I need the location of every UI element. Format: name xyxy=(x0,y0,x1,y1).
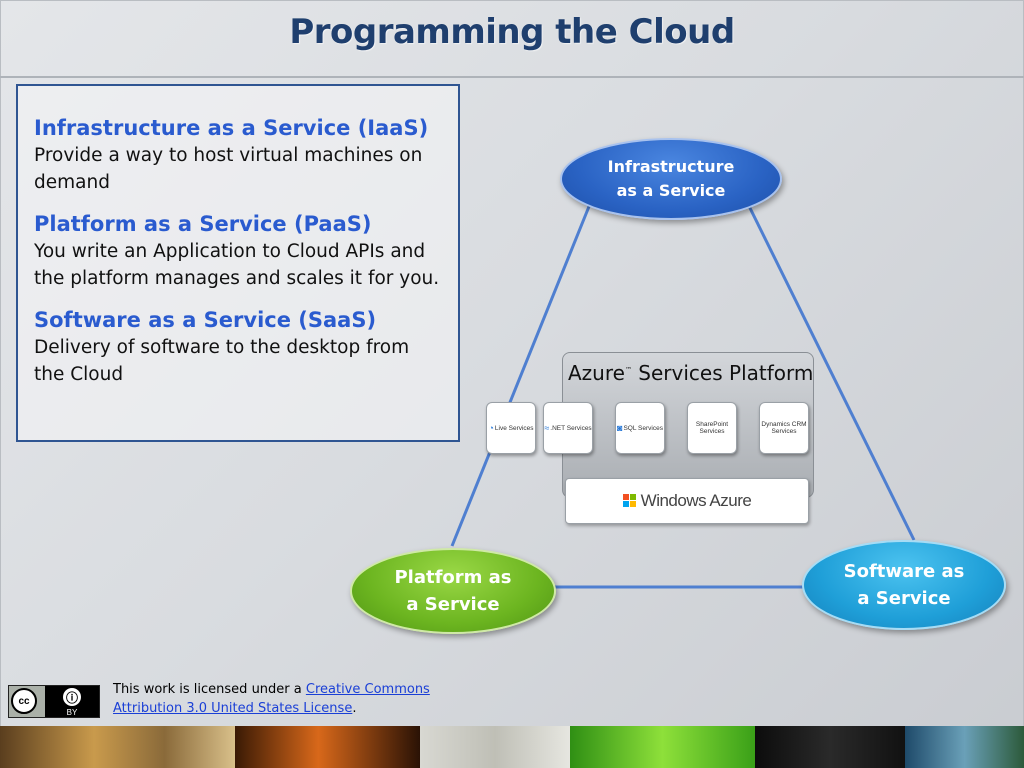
iaas-description: Provide a way to host virtual machines o… xyxy=(34,145,423,193)
saas-description: Delivery of software to the desktop from… xyxy=(34,337,410,385)
slide-title: Programming the Cloud xyxy=(289,12,735,52)
iaas-node: Infrastructure as a Service xyxy=(560,138,782,220)
sql-services-tile: ◙SQL Services xyxy=(615,402,665,454)
definitions-box: Infrastructure as a Service (IaaS) Provi… xyxy=(16,84,460,442)
globe-image xyxy=(905,726,1024,768)
sharepoint-services-tile: SharePoint Services xyxy=(687,402,737,454)
paas-node: Platform as a Service xyxy=(350,548,556,634)
chalkboard-image xyxy=(755,726,905,768)
connector-iaas-saas xyxy=(746,203,916,541)
iaas-definition: Infrastructure as a Service (IaaS) Provi… xyxy=(34,114,442,196)
connector-iaas-paas xyxy=(450,203,592,547)
attribution-person-icon: ⓘ xyxy=(63,688,81,706)
dotnet-services-tile: ≈.NET Services xyxy=(543,402,593,454)
paas-definition: Platform as a Service (PaaS) You write a… xyxy=(34,210,442,292)
cc-by-label: BY xyxy=(66,708,78,717)
books-image xyxy=(0,726,235,768)
cc-icon: cc xyxy=(11,688,37,714)
saas-node: Software as a Service xyxy=(802,540,1006,630)
paper-image xyxy=(420,726,570,768)
title-divider xyxy=(0,76,1024,78)
green-image xyxy=(570,726,755,768)
crm-services-tile: Dynamics CRM Services xyxy=(759,402,809,454)
windows-azure-tile: Windows Azure xyxy=(565,478,809,524)
paas-heading: Platform as a Service (PaaS) xyxy=(34,212,372,236)
fire-image xyxy=(235,726,420,768)
license-link[interactable]: Creative Commons Attribution 3.0 United … xyxy=(113,682,430,716)
windows-logo-icon xyxy=(622,494,637,508)
license-notice: This work is licensed under a Creative C… xyxy=(113,682,430,716)
creative-commons-badge[interactable]: cc ⓘ BY xyxy=(8,685,100,718)
saas-definition: Software as a Service (SaaS) Delivery of… xyxy=(34,306,442,388)
azure-platform-title: Azure™ Services Platform xyxy=(568,361,814,385)
live-icon: ◔ xyxy=(488,422,494,433)
saas-heading: Software as a Service (SaaS) xyxy=(34,308,377,332)
windows-azure-label: Windows Azure xyxy=(640,491,752,510)
footer-image-strip xyxy=(0,726,1024,768)
live-services-tile: ◔Live Services xyxy=(486,402,536,454)
dotnet-icon: ≈ xyxy=(544,422,550,433)
sql-icon: ◙ xyxy=(617,422,623,433)
iaas-heading: Infrastructure as a Service (IaaS) xyxy=(34,116,429,140)
paas-description: You write an Application to Cloud APIs a… xyxy=(34,241,440,289)
